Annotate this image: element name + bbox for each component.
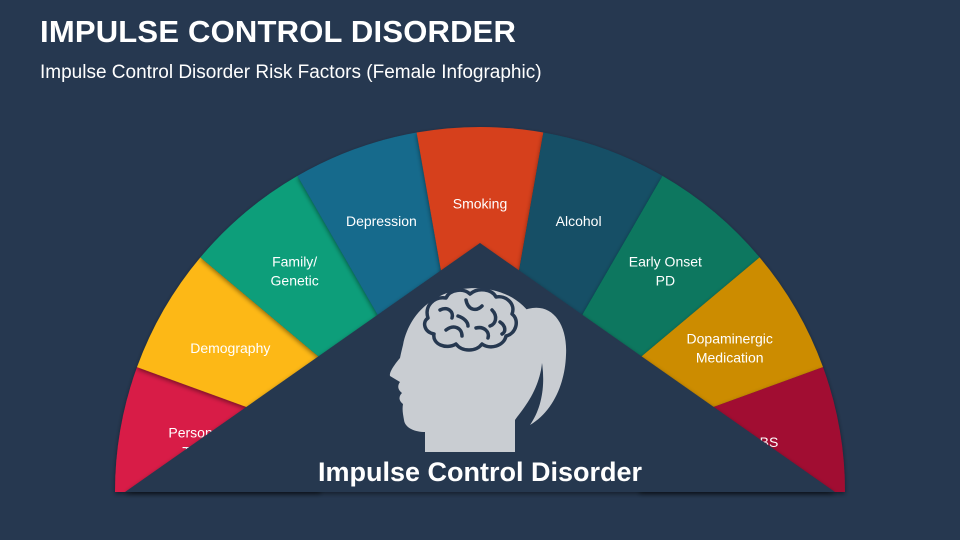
segment-smoking-label: Smoking (453, 196, 507, 212)
segment-demography-label-line: Demography (190, 340, 270, 356)
center-label: Impulse Control Disorder (318, 457, 643, 487)
segment-depression-label-line: Depression (346, 213, 417, 229)
segment-early-onset-pd-label-line: Early Onset (629, 254, 702, 270)
segment-dopaminergic-medication-label-line: Medication (696, 349, 764, 365)
page-title: IMPULSE CONTROL DISORDER (40, 14, 517, 49)
page-subtitle: Impulse Control Disorder Risk Factors (F… (40, 62, 542, 83)
brain-icon (422, 288, 518, 352)
segment-alcohol-label: Alcohol (556, 213, 602, 229)
segment-early-onset-pd-label-line: PD (656, 273, 675, 289)
segment-depression-label: Depression (346, 213, 417, 229)
segment-demography-label: Demography (190, 340, 270, 356)
segment-dopaminergic-medication-label-line: Dopaminergic (687, 330, 773, 346)
segment-family-genetic-label-line: Family/ (272, 254, 317, 270)
segment-family-genetic-label-line: Genetic (271, 273, 319, 289)
segment-family-genetic-label: Family/Genetic (271, 254, 319, 289)
segment-alcohol-label-line: Alcohol (556, 213, 602, 229)
segment-smoking-label-line: Smoking (453, 196, 507, 212)
